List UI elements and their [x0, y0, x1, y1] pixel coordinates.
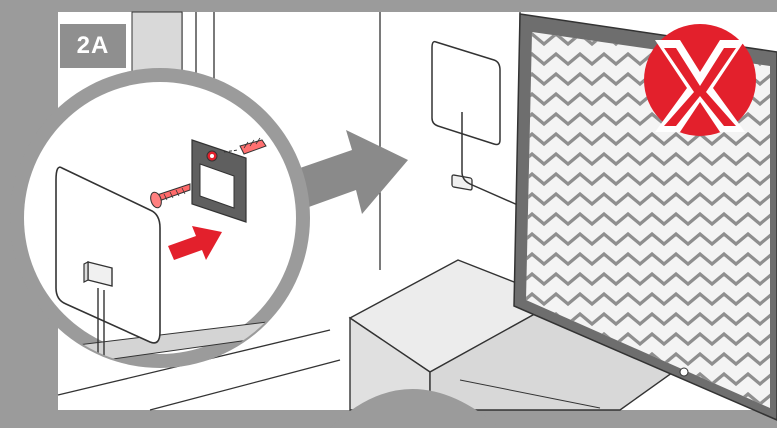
- tv-power-led: [680, 368, 688, 376]
- red-x-icon: [644, 24, 756, 136]
- step-label: 2A: [60, 24, 126, 68]
